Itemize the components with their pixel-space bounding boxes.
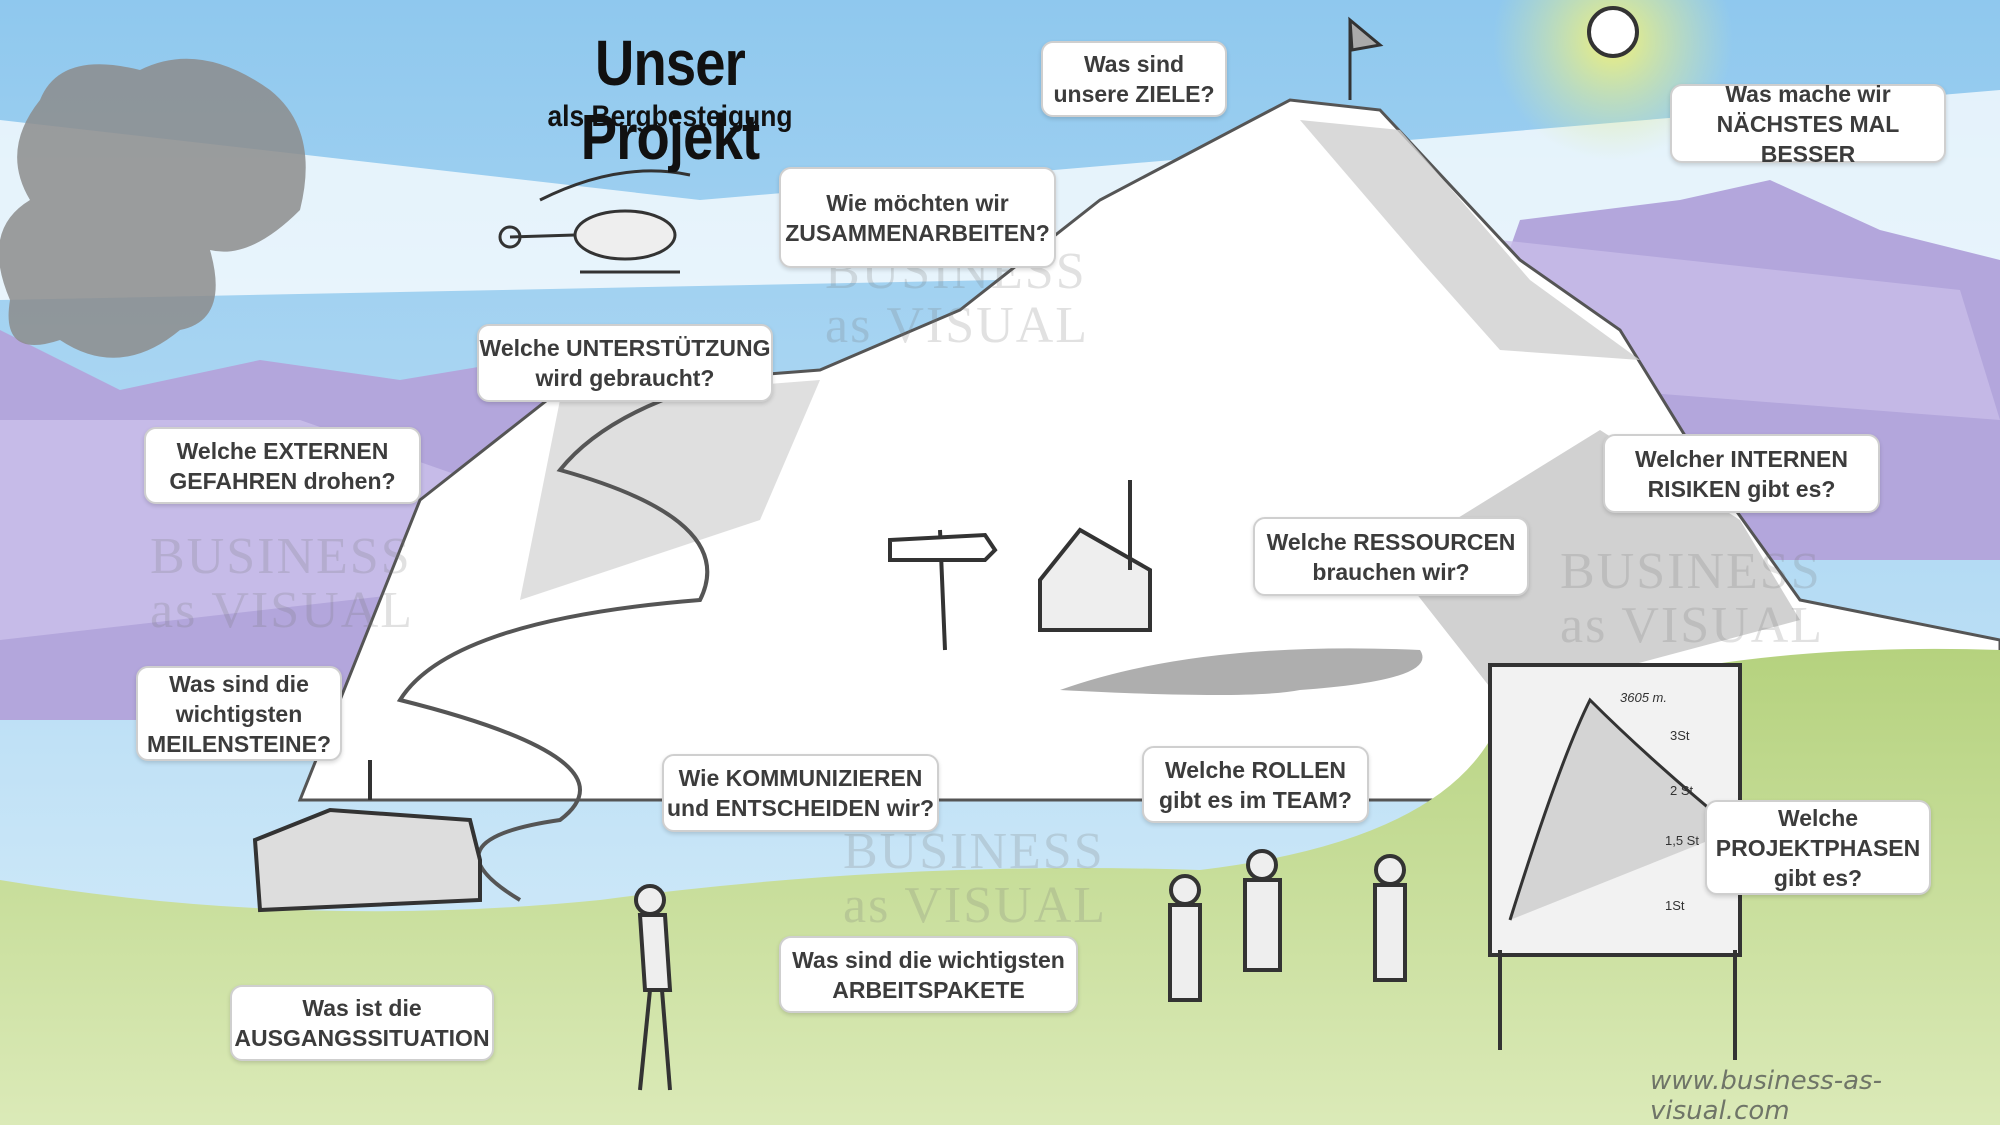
map-stage-3: 1,5 St	[1665, 833, 1699, 848]
storm-cloud	[0, 58, 306, 358]
hut-icon	[1038, 480, 1152, 632]
map-height-label: 3605 m.	[1620, 690, 1667, 705]
trail	[396, 388, 710, 902]
signpost-icon	[888, 529, 998, 651]
website-url: www.business-as-visual.com	[1650, 1066, 1882, 1126]
hiker-figure	[634, 884, 673, 1091]
lake	[1060, 648, 1423, 695]
team-figures	[1168, 849, 1407, 1002]
map-stage-1: 3St	[1670, 728, 1690, 743]
page-subtitle: als Bergbesteigung	[547, 100, 793, 133]
summit-flag-icon	[1348, 16, 1384, 100]
base-building-icon	[252, 760, 482, 913]
map-stage-2: 2 St	[1670, 783, 1694, 798]
page-title: Unser Projekt	[580, 27, 760, 173]
map-stage-4: 1St	[1665, 898, 1685, 913]
helicopter-icon	[498, 169, 691, 274]
route-map-board	[1488, 663, 1742, 1060]
